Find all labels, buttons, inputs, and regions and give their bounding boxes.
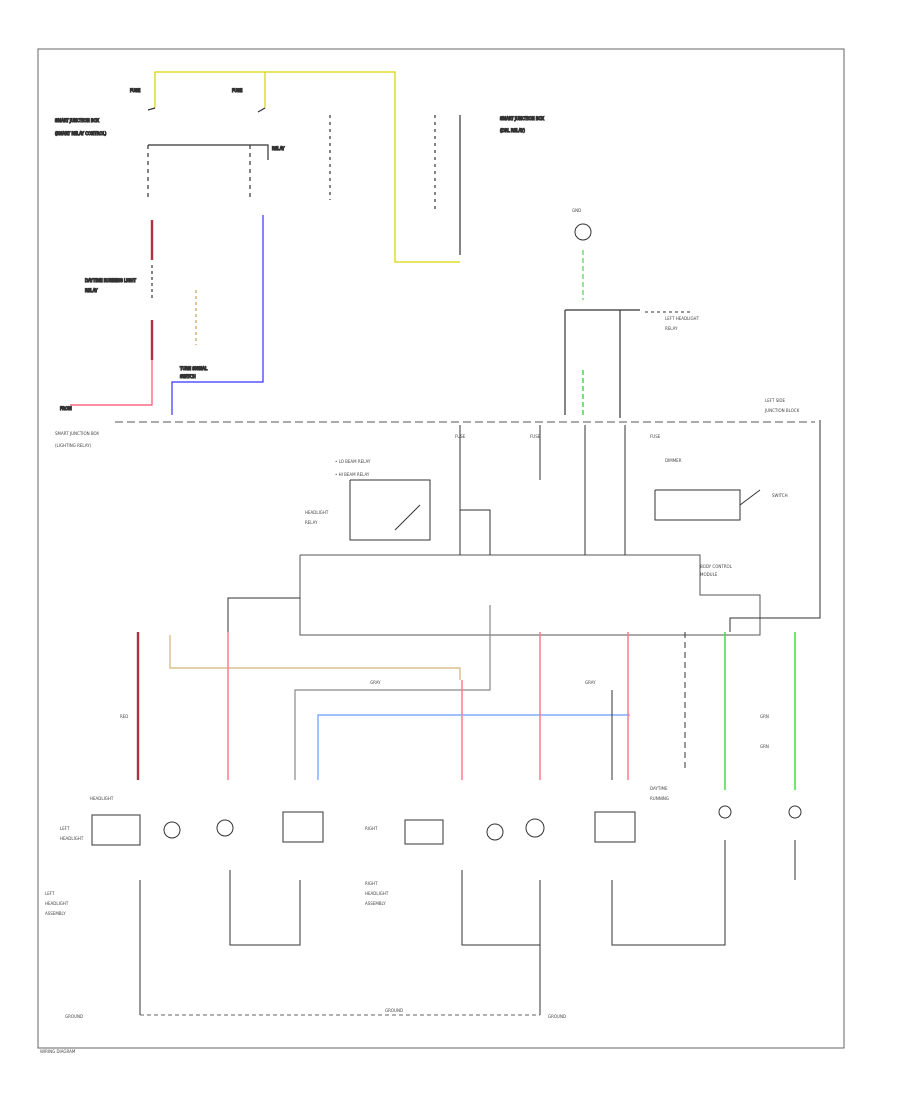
- svg-text:FUSE: FUSE: [455, 434, 466, 439]
- svg-text:DIMMER: DIMMER: [665, 458, 682, 463]
- yellow-wire-top: [154, 71, 266, 108]
- svg-text:• HI BEAM RELAY: • HI BEAM RELAY: [335, 472, 370, 477]
- svg-text:FUSE: FUSE: [530, 434, 541, 439]
- svg-text:HEADLIGHT: HEADLIGHT: [45, 901, 69, 906]
- footer-label: WIRING DIAGRAM: [40, 1049, 76, 1054]
- svg-text:SMART JUNCTION BOX: SMART JUNCTION BOX: [500, 116, 544, 121]
- top-left-fuse-block: FUSE FUSE SMART JUNCTION BOX (SMART RELA…: [54, 71, 545, 415]
- right-headlight-lamp: [486, 823, 504, 841]
- orange-wire-harness: [169, 635, 461, 680]
- svg-text:(LIGHTING RELAY): (LIGHTING RELAY): [55, 443, 92, 448]
- control-module: • LO BEAM RELAY • HI BEAM RELAY HEADLIGH…: [299, 425, 788, 636]
- svg-text:LEFT: LEFT: [60, 826, 70, 831]
- svg-text:HEADLIGHT: HEADLIGHT: [90, 796, 114, 801]
- svg-text:LEFT HEADLIGHT: LEFT HEADLIGHT: [665, 316, 700, 321]
- svg-text:LEFT: LEFT: [45, 891, 55, 896]
- svg-text:ASSEMBLY: ASSEMBLY: [45, 911, 66, 916]
- svg-text:MODULE: MODULE: [700, 572, 718, 577]
- svg-text:SMART JUNCTION BOX: SMART JUNCTION BOX: [55, 118, 99, 123]
- svg-text:(DRL RELAY): (DRL RELAY): [500, 128, 525, 133]
- svg-text:LEFT SIDE: LEFT SIDE: [765, 398, 786, 403]
- left-lamp-2: [216, 819, 234, 837]
- svg-text:ASSEMBLY: ASSEMBLY: [365, 901, 386, 906]
- light-blue-wire-harness: [317, 714, 630, 780]
- left-drl-lamp: [718, 805, 732, 819]
- svg-text:GRAY: GRAY: [370, 680, 381, 685]
- svg-text:FUSE: FUSE: [650, 434, 661, 439]
- svg-text:BODY CONTROL: BODY CONTROL: [700, 564, 733, 569]
- svg-text:DAYTIME RUNNING LIGHT: DAYTIME RUNNING LIGHT: [85, 278, 137, 283]
- top-right-section: GND LEFT HEADLIGHT RELAY: [564, 208, 700, 418]
- svg-text:FROM: FROM: [60, 406, 72, 411]
- svg-text:GROUND: GROUND: [548, 1014, 566, 1019]
- gray-wire-harness: [294, 605, 491, 780]
- red-wire-left-feed: [70, 360, 153, 406]
- blue-wire-left: [171, 215, 264, 415]
- svg-text:RELAY: RELAY: [305, 520, 318, 525]
- svg-text:HEADLIGHT: HEADLIGHT: [305, 510, 329, 515]
- svg-text:SWITCH: SWITCH: [180, 374, 196, 379]
- svg-text:RIGHT: RIGHT: [365, 826, 378, 831]
- svg-text:RUNNING: RUNNING: [650, 796, 669, 801]
- svg-text:GND: GND: [572, 208, 581, 213]
- right-drl-lamp: [788, 805, 802, 819]
- svg-text:RED: RED: [120, 714, 128, 719]
- svg-text:GRAY: GRAY: [585, 680, 596, 685]
- svg-text:GROUND: GROUND: [65, 1014, 83, 1019]
- svg-text:• LO BEAM RELAY: • LO BEAM RELAY: [335, 459, 371, 464]
- svg-text:GROUND: GROUND: [385, 1008, 403, 1013]
- control-module-frame: [299, 554, 761, 636]
- svg-text:FUSE: FUSE: [232, 88, 243, 93]
- svg-text:SMART JUNCTION BOX: SMART JUNCTION BOX: [55, 431, 99, 436]
- svg-text:TURN SIGNAL: TURN SIGNAL: [179, 366, 208, 371]
- lower-harness: GRAY GRAY RED GRN GRN LEFT HEADLIGHT HEA…: [45, 420, 821, 1019]
- svg-text:RELAY: RELAY: [272, 146, 285, 151]
- svg-text:GRN: GRN: [760, 714, 769, 719]
- svg-text:GRN: GRN: [760, 744, 769, 749]
- right-lamp-2: [525, 818, 545, 838]
- ground-point-top: [574, 223, 592, 241]
- svg-text:DAYTIME: DAYTIME: [650, 786, 668, 791]
- yellow-wire-right: [265, 71, 460, 263]
- diagram-frame: [37, 48, 845, 1049]
- svg-text:(SMART RELAY CONTROL): (SMART RELAY CONTROL): [55, 131, 107, 136]
- svg-text:JUNCTION BLOCK: JUNCTION BLOCK: [764, 408, 800, 413]
- svg-text:FUSE: FUSE: [130, 88, 141, 93]
- svg-text:HEADLIGHT: HEADLIGHT: [365, 891, 389, 896]
- left-headlight-lamp: [163, 821, 181, 839]
- svg-text:SWITCH: SWITCH: [772, 493, 788, 498]
- svg-text:HEADLIGHT: HEADLIGHT: [60, 836, 84, 841]
- svg-text:RELAY: RELAY: [85, 288, 98, 293]
- svg-text:RELAY: RELAY: [665, 326, 678, 331]
- svg-text:RIGHT: RIGHT: [365, 881, 378, 886]
